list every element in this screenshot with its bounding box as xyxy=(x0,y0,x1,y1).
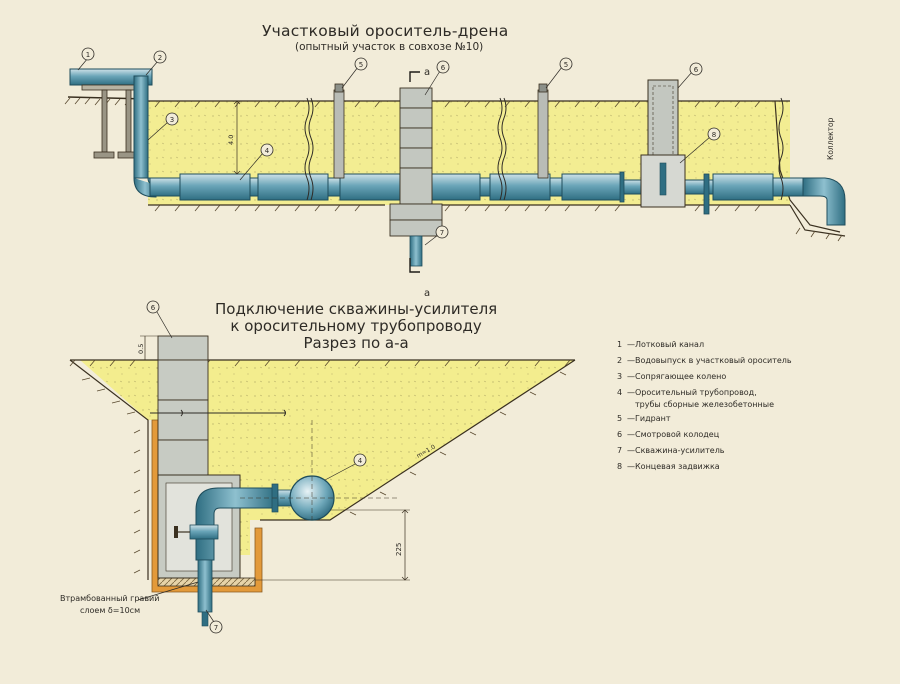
legend-item: 1—Лотковый канал xyxy=(617,340,705,349)
legend-text: Лотковый канал xyxy=(635,340,705,349)
section-mark-top: а xyxy=(424,67,430,78)
legend-item: 3—Сопрягающее колено xyxy=(617,372,727,381)
legend-num: 6 xyxy=(617,430,623,439)
hydrant-left xyxy=(333,83,345,179)
section-title-line-3: Разрез по а-а xyxy=(303,334,409,352)
callout-label: 6 xyxy=(441,64,446,72)
legend-item: 8—Концевая задвижка xyxy=(617,462,720,471)
callout-label: 1 xyxy=(86,51,90,59)
inspection-well-section xyxy=(157,335,209,476)
legend-num: 1 xyxy=(617,340,623,349)
legend-item: 6—Смотровой колодец xyxy=(617,430,720,439)
callout-label: 5 xyxy=(359,61,363,69)
callout-7-section: 7 xyxy=(209,620,223,634)
gravel-note-line-1: Втрамбованный гравий xyxy=(60,594,160,603)
legend: 1—Лотковый канал 2—Водовыпуск в участков… xyxy=(617,341,792,479)
legend-text: Оросительный трубопровод, xyxy=(635,388,757,397)
callout-3: 3 xyxy=(165,112,179,126)
dimension-225: 225 xyxy=(395,543,403,556)
callout-label: 3 xyxy=(170,116,174,124)
top-profile-drawing xyxy=(64,57,846,273)
callout-5-left: 5 xyxy=(354,57,368,71)
legend-item: 7—Скважина-усилитель xyxy=(617,446,725,455)
inspection-well-center xyxy=(389,87,443,237)
legend-num: 8 xyxy=(617,462,623,471)
callout-6-section: 6 xyxy=(146,300,160,314)
section-mark-bottom: а xyxy=(424,288,430,299)
callout-label: 7 xyxy=(214,624,218,632)
main-title: Участковый ороситель-дрена xyxy=(262,22,509,40)
callout-6-right: 6 xyxy=(689,62,703,76)
callout-label: 7 xyxy=(440,229,444,237)
legend-num: 5 xyxy=(617,414,623,423)
callout-6-center: 6 xyxy=(436,60,450,74)
callout-7-top: 7 xyxy=(435,225,449,239)
callout-label: 6 xyxy=(151,304,156,312)
section-title-line-1: Подключение скважины-усилителя xyxy=(215,300,498,318)
legend-num: 3 xyxy=(617,372,623,381)
legend-item: 2—Водовыпуск в участковый ороситель xyxy=(617,356,792,365)
legend-text: Скважина-усилитель xyxy=(635,446,725,455)
callout-label: 4 xyxy=(265,147,270,155)
gravel-note-line-2: слоем δ=10см xyxy=(80,606,141,615)
depth-label-small: 0.5 xyxy=(137,344,145,354)
callout-label: 6 xyxy=(694,66,699,74)
section-title: Подключение скважины-усилителя к оросите… xyxy=(215,301,497,352)
depth-label-top: 4.0 xyxy=(227,135,235,145)
callout-label: 2 xyxy=(158,54,162,62)
booster-well-top xyxy=(409,235,423,267)
irrigation-pipeline xyxy=(149,173,846,226)
legend-text: Гидрант xyxy=(635,414,671,423)
legend-text: Смотровой колодец xyxy=(635,430,720,439)
legend-item: 5—Гидрант xyxy=(617,414,671,423)
callout-label: 4 xyxy=(358,457,363,465)
callout-4-top: 4 xyxy=(260,143,274,157)
callout-label: 5 xyxy=(564,61,568,69)
legend-text: Водовыпуск в участковый ороситель xyxy=(635,356,792,365)
section-drawing xyxy=(69,311,576,627)
callout-8: 8 xyxy=(707,127,721,141)
callout-5-right: 5 xyxy=(559,57,573,71)
legend-text: Сопрягающее колено xyxy=(635,372,727,381)
callout-1-top: 1 xyxy=(81,47,95,61)
legend-text-continued: трубы сборные железобетонные xyxy=(635,400,775,409)
booster-well-pipe xyxy=(197,559,213,613)
hydrant-right xyxy=(537,83,549,179)
water-outlet xyxy=(133,75,149,179)
callout-2: 2 xyxy=(153,50,167,64)
valve-in-chamber xyxy=(174,524,219,540)
callout-label: 8 xyxy=(712,131,716,139)
legend-num: 7 xyxy=(617,446,623,455)
legend-num: 2 xyxy=(617,356,623,365)
section-title-line-2: к оросительному трубопроводу xyxy=(230,317,482,335)
callouts: 1 2 3 4 5 5 6 6 8 7 6 4 7 xyxy=(81,47,721,634)
legend-num: 4 xyxy=(617,388,623,397)
legend-text: Концевая задвижка xyxy=(635,462,720,471)
collector-label: Коллектор xyxy=(826,117,835,160)
main-subtitle: (опытный участок в совхозе №10) xyxy=(295,41,484,53)
callout-4-section: 4 xyxy=(353,453,367,467)
legend-item: 4—Оросительный трубопровод, xyxy=(617,388,757,397)
inspection-well-right xyxy=(640,79,686,208)
